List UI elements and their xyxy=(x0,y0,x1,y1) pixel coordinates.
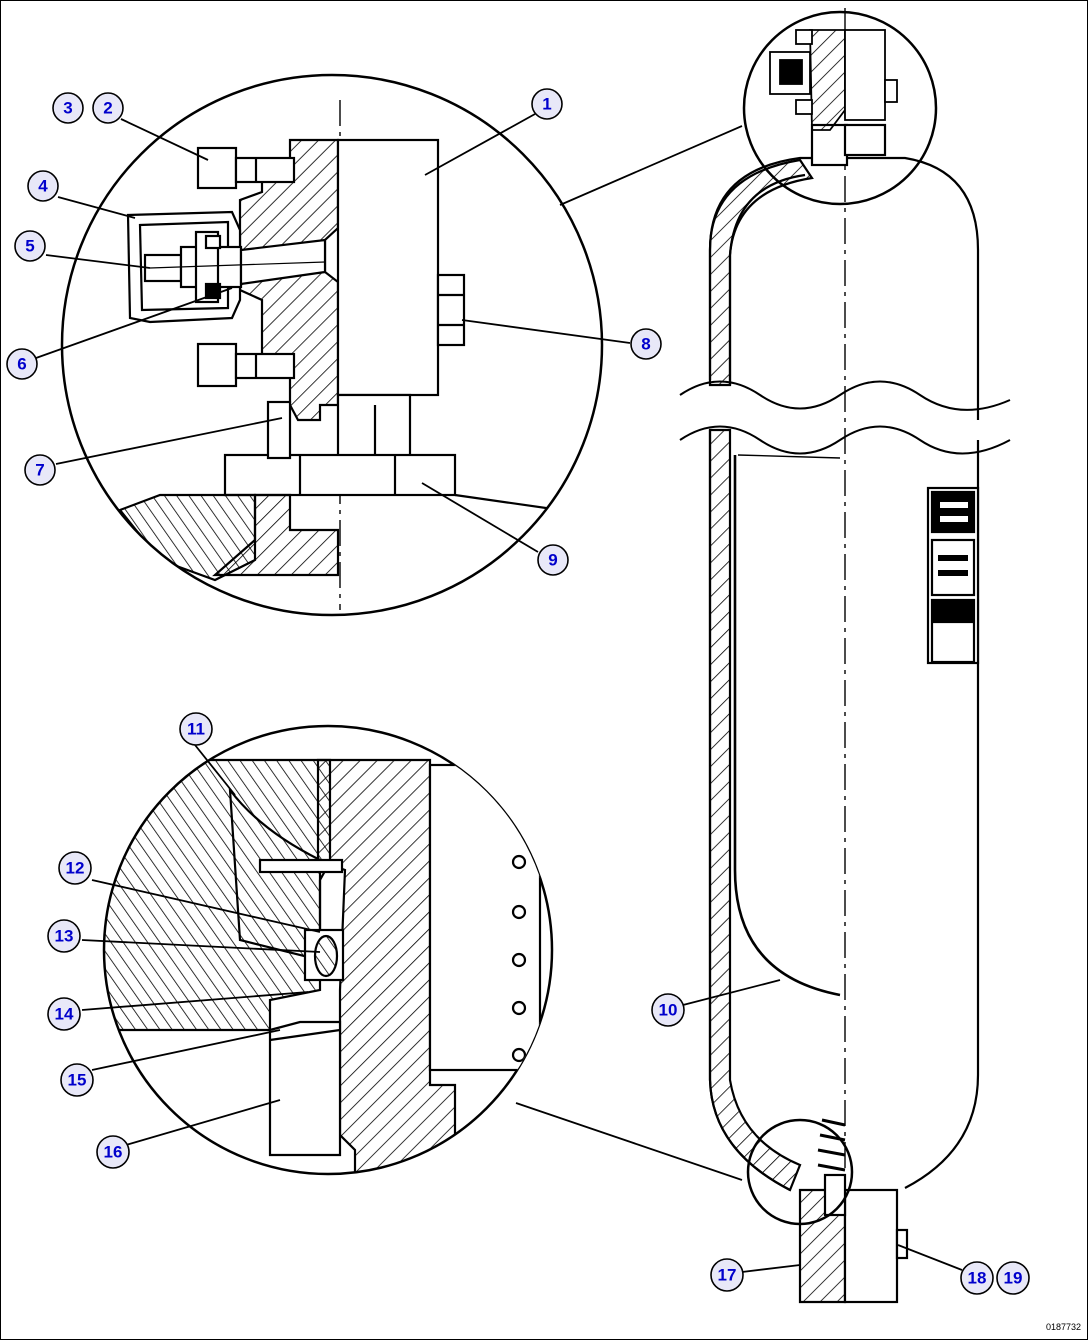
bottom-detail-view xyxy=(102,724,554,1176)
bottom-callout-circle xyxy=(746,1118,854,1226)
balloon-2: 2 xyxy=(92,92,124,124)
balloon-9: 9 xyxy=(537,544,569,576)
balloon-19: 19 xyxy=(996,1261,1030,1295)
svg-text:1: 1 xyxy=(542,95,551,114)
balloon-12: 12 xyxy=(58,851,92,885)
svg-text:18: 18 xyxy=(968,1269,987,1288)
svg-text:13: 13 xyxy=(55,927,74,946)
top-callout-circle xyxy=(742,10,938,206)
accumulator-body xyxy=(679,8,1011,1304)
svg-text:6: 6 xyxy=(17,355,26,374)
svg-text:16: 16 xyxy=(104,1143,123,1162)
svg-text:19: 19 xyxy=(1004,1269,1023,1288)
balloon-4: 4 xyxy=(27,170,59,202)
balloon-3: 3 xyxy=(52,92,84,124)
svg-text:3: 3 xyxy=(63,99,72,118)
svg-text:5: 5 xyxy=(25,237,34,256)
drawing-id: 0187732 xyxy=(1046,1322,1081,1332)
balloon-1: 1 xyxy=(531,88,563,120)
svg-text:8: 8 xyxy=(641,335,650,354)
balloon-17: 17 xyxy=(710,1258,744,1292)
svg-text:9: 9 xyxy=(548,551,557,570)
balloon-8: 8 xyxy=(630,328,662,360)
balloon-14: 14 xyxy=(47,997,81,1031)
balloon-15: 15 xyxy=(60,1063,94,1097)
balloon-16: 16 xyxy=(96,1135,130,1169)
balloon-5: 5 xyxy=(14,230,46,262)
svg-text:4: 4 xyxy=(38,177,48,196)
balloon-11: 11 xyxy=(179,712,213,746)
leader-lines xyxy=(35,113,963,1273)
svg-text:15: 15 xyxy=(68,1071,87,1090)
balloon-7: 7 xyxy=(24,454,56,486)
svg-text:17: 17 xyxy=(718,1266,737,1285)
svg-text:7: 7 xyxy=(35,461,44,480)
balloon-13: 13 xyxy=(47,919,81,953)
balloon-18: 18 xyxy=(960,1261,994,1295)
svg-text:10: 10 xyxy=(659,1001,678,1020)
svg-text:14: 14 xyxy=(55,1005,74,1024)
svg-text:11: 11 xyxy=(187,720,205,739)
svg-text:12: 12 xyxy=(66,859,85,878)
svg-text:2: 2 xyxy=(103,99,112,118)
balloon-6: 6 xyxy=(6,348,38,380)
top-detail-view xyxy=(60,73,604,617)
balloon-10: 10 xyxy=(651,993,685,1027)
